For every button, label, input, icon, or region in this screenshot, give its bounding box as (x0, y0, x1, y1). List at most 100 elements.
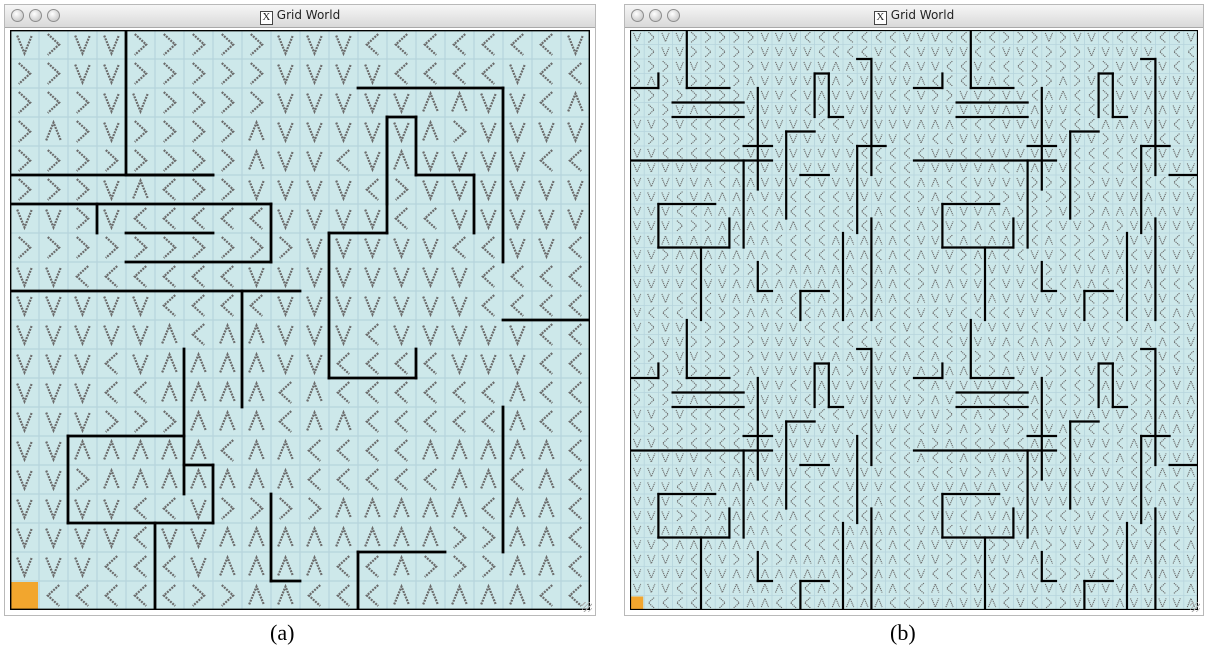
arrow-left-icon (1116, 162, 1124, 174)
arrow-down-icon (647, 554, 656, 566)
arrow-left-icon (1144, 336, 1152, 348)
arrow-down-icon (718, 293, 727, 305)
arrow-down-icon (632, 250, 642, 261)
arrow-left-icon (903, 481, 911, 493)
arrow-down-icon (1186, 525, 1196, 537)
arrow-right-icon (192, 178, 206, 201)
arrow-right-icon (704, 31, 712, 43)
arrow-right-icon (719, 133, 726, 145)
arrow-down-icon (45, 383, 62, 405)
arrow-right-icon (1017, 553, 1025, 565)
arrow-left-icon (846, 46, 854, 58)
arrow-left-icon (1130, 452, 1138, 464)
arrow-down-icon (831, 467, 841, 479)
arrow-down-icon (1101, 496, 1110, 508)
arrow-right-icon (1173, 582, 1181, 594)
arrow-right-icon (633, 46, 641, 58)
arrow-left-icon (162, 497, 176, 520)
zoom-button[interactable] (47, 9, 60, 22)
arrow-down-icon (874, 395, 883, 406)
close-button[interactable] (631, 9, 644, 22)
arrow-down-icon (817, 148, 826, 160)
arrow-down-icon (509, 64, 526, 86)
arrow-up-icon (219, 380, 236, 402)
arrow-up-icon (1115, 524, 1125, 535)
arrow-left-icon (539, 33, 553, 56)
arrow-down-icon (789, 148, 798, 160)
arrow-left-icon (365, 381, 379, 404)
arrow-down-icon (661, 264, 670, 276)
arrow-down-icon (1129, 337, 1139, 348)
arrow-right-icon (1102, 133, 1110, 145)
arrow-left-icon (307, 439, 321, 462)
arrow-right-icon (250, 497, 264, 520)
arrow-down-icon (1030, 583, 1039, 595)
arrow-left-icon (1187, 176, 1195, 188)
arrow-down-icon (1172, 105, 1181, 116)
arrow-right-icon (662, 350, 670, 362)
resize-grip[interactable] (1190, 602, 1200, 612)
arrow-down-icon (760, 47, 770, 58)
arrow-up-icon (746, 466, 755, 477)
arrow-down-icon (803, 409, 812, 421)
arrow-left-icon (945, 234, 953, 246)
arrow-left-icon (1158, 394, 1166, 406)
arrow-right-icon (974, 191, 982, 203)
arrow-down-icon (803, 337, 812, 348)
arrow-down-icon (774, 134, 784, 145)
arrow-down-icon (632, 293, 642, 305)
arrow-down-icon (16, 441, 33, 463)
arrow-right-icon (1074, 191, 1081, 203)
arrow-right-icon (76, 468, 90, 491)
arrow-down-icon (902, 32, 912, 44)
arrow-up-icon (817, 89, 826, 100)
arrow-up-icon (1158, 422, 1167, 434)
arrow-left-icon (220, 294, 234, 317)
arrow-down-icon (888, 119, 897, 131)
arrow-down-icon (647, 409, 656, 421)
arrow-left-icon (1158, 437, 1166, 449)
arrow-right-icon (1116, 336, 1124, 348)
arrow-down-icon (945, 380, 954, 392)
arrow-down-icon (987, 496, 997, 508)
arrow-up-icon (1101, 219, 1110, 231)
arrow-down-icon (74, 557, 91, 579)
arrow-down-icon (1044, 351, 1054, 363)
arrow-left-icon (661, 597, 669, 609)
arrow-up-icon (874, 553, 883, 564)
arrow-right-icon (733, 46, 741, 58)
arrow-down-icon (509, 93, 526, 115)
arrow-up-icon (817, 277, 826, 289)
arrow-up-icon (248, 409, 265, 431)
arrow-down-icon (422, 325, 439, 347)
arrow-right-icon (482, 526, 496, 549)
arrow-right-icon (690, 89, 698, 101)
minimize-button[interactable] (649, 9, 662, 22)
arrow-left-icon (510, 468, 524, 491)
resize-grip[interactable] (582, 602, 592, 612)
arrow-down-icon (1002, 119, 1011, 131)
arrow-down-icon (74, 354, 91, 376)
arrow-up-icon (860, 306, 869, 318)
arrow-right-icon (192, 584, 206, 607)
arrow-right-icon (719, 307, 726, 319)
arrow-down-icon (1115, 511, 1125, 522)
arrow-left-icon (1087, 104, 1095, 116)
zoom-button[interactable] (667, 9, 680, 22)
arrow-up-icon (1058, 422, 1068, 434)
close-button[interactable] (11, 9, 24, 22)
arrow-down-icon (945, 308, 954, 319)
arrow-left-icon (889, 350, 896, 362)
grid-world-canvas[interactable] (10, 30, 590, 610)
arrow-right-icon (648, 379, 655, 391)
grid-world-canvas[interactable] (630, 30, 1198, 610)
arrow-right-icon (747, 321, 755, 333)
arrow-right-icon (105, 149, 119, 172)
arrow-right-icon (676, 510, 684, 522)
arrow-left-icon (1002, 75, 1010, 87)
arrow-left-icon (690, 292, 698, 304)
minimize-button[interactable] (29, 9, 42, 22)
